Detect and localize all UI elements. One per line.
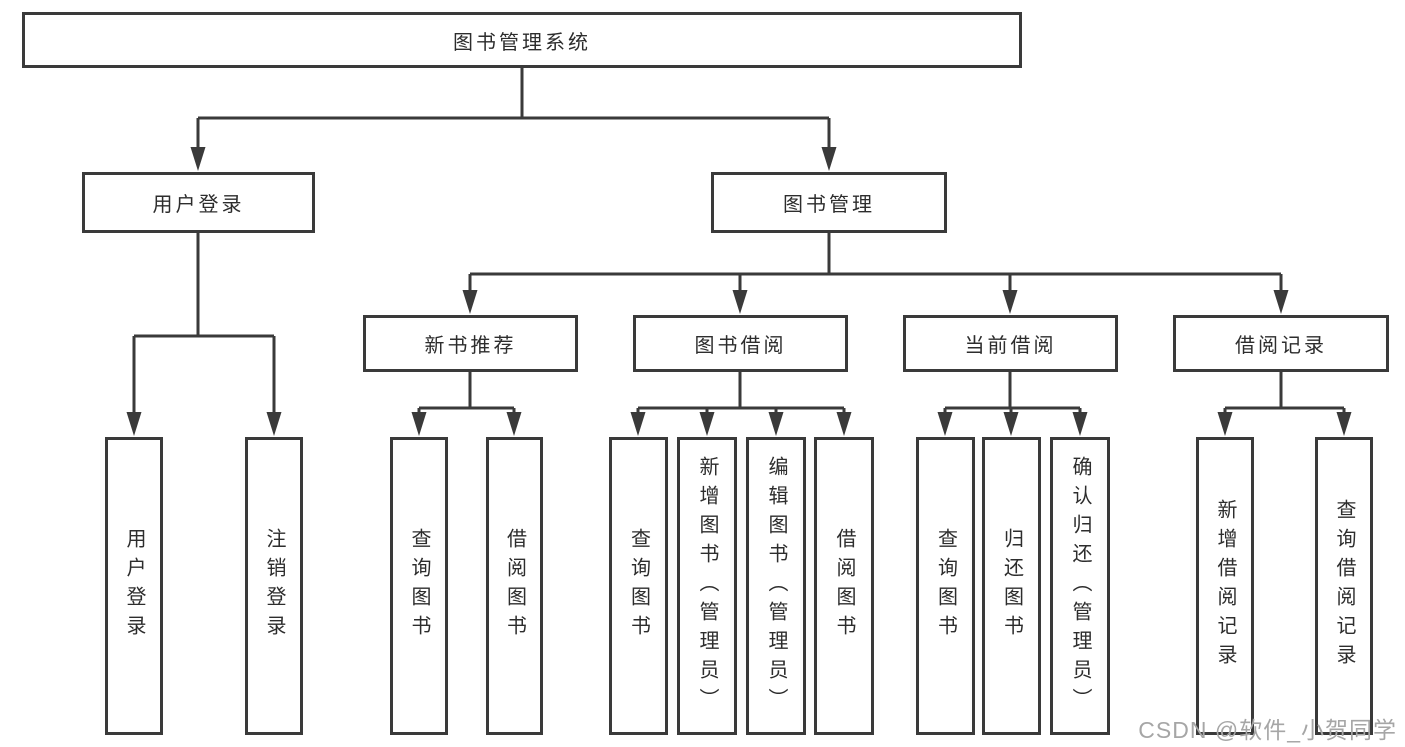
node-new-book-recommend: 新书推荐	[363, 315, 578, 372]
node-leaf-add-borrow-record: 新增借阅记录	[1196, 437, 1254, 735]
arrowhead	[937, 412, 953, 436]
node-book-borrow: 图书借阅	[633, 315, 848, 372]
arrowhead	[1217, 412, 1233, 436]
node-leaf-user-login: 用户登录	[105, 437, 163, 735]
node-root: 图书管理系统	[22, 12, 1022, 68]
arrowhead	[411, 412, 427, 436]
node-leaf-add-book-admin: 新增图书（管理员）	[677, 437, 737, 735]
arrowhead	[1273, 290, 1289, 314]
node-leaf-logout: 注销登录	[245, 437, 303, 735]
node-leaf-borrow-book-2: 借阅图书	[814, 437, 874, 735]
node-leaf-query-book-1: 查询图书	[390, 437, 448, 735]
arrowhead	[768, 412, 784, 436]
arrowhead	[462, 290, 478, 314]
arrowhead	[266, 412, 282, 436]
arrowhead	[699, 412, 715, 436]
node-leaf-confirm-return-admin: 确认归还（管理员）	[1050, 437, 1110, 735]
node-leaf-query-book-2: 查询图书	[609, 437, 668, 735]
node-leaf-return-book: 归还图书	[982, 437, 1041, 735]
arrowhead	[1336, 412, 1352, 436]
node-leaf-query-borrow-record: 查询借阅记录	[1315, 437, 1373, 735]
arrowhead	[190, 147, 206, 171]
arrowhead	[836, 412, 852, 436]
node-leaf-edit-book-admin: 编辑图书（管理员）	[746, 437, 806, 735]
arrowhead	[630, 412, 646, 436]
node-borrow-record: 借阅记录	[1173, 315, 1389, 372]
arrowhead	[126, 412, 142, 436]
arrowhead	[1072, 412, 1088, 436]
arrowhead	[1003, 412, 1019, 436]
node-current-borrow: 当前借阅	[903, 315, 1118, 372]
node-leaf-query-book-3: 查询图书	[916, 437, 975, 735]
node-user-login: 用户登录	[82, 172, 315, 233]
arrowhead	[506, 412, 522, 436]
arrowhead	[1002, 290, 1018, 314]
node-leaf-borrow-book-1: 借阅图书	[486, 437, 543, 735]
arrowhead	[732, 290, 748, 314]
arrowhead	[821, 147, 837, 171]
node-book-management: 图书管理	[711, 172, 947, 233]
watermark: CSDN @软件_小贺同学	[1138, 717, 1397, 743]
